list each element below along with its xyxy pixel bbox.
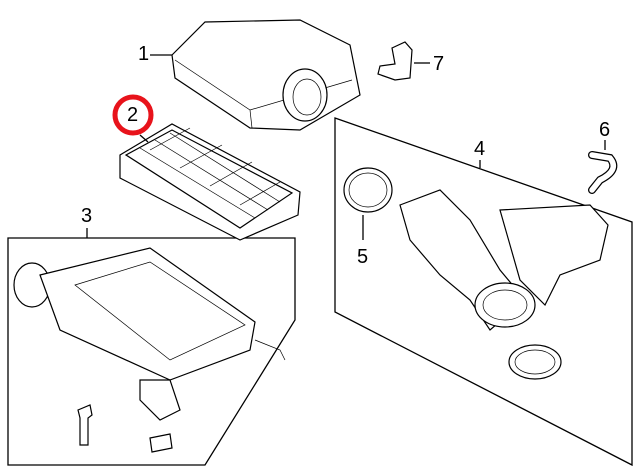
group-box-3 xyxy=(7,237,296,466)
callout-4[interactable]: 4 xyxy=(474,138,486,160)
clamp-drawing xyxy=(343,167,393,240)
air-filter-drawing xyxy=(119,123,301,241)
callout-6[interactable]: 6 xyxy=(599,119,611,141)
group-box-4 xyxy=(334,117,633,467)
highlight-circle xyxy=(112,94,154,136)
air-cleaner-cover-drawing xyxy=(150,19,361,131)
callout-1[interactable]: 1 xyxy=(138,43,150,65)
callout-2[interactable]: 2 xyxy=(127,104,139,126)
vacuum-hose-drawing xyxy=(588,140,618,194)
callout-3[interactable]: 3 xyxy=(81,205,93,227)
air-cleaner-body-drawing xyxy=(13,228,286,453)
bracket-drawing xyxy=(377,41,430,81)
callout-5[interactable]: 5 xyxy=(357,246,369,268)
callout-7[interactable]: 7 xyxy=(433,53,445,75)
intake-hose-drawing xyxy=(399,160,609,380)
